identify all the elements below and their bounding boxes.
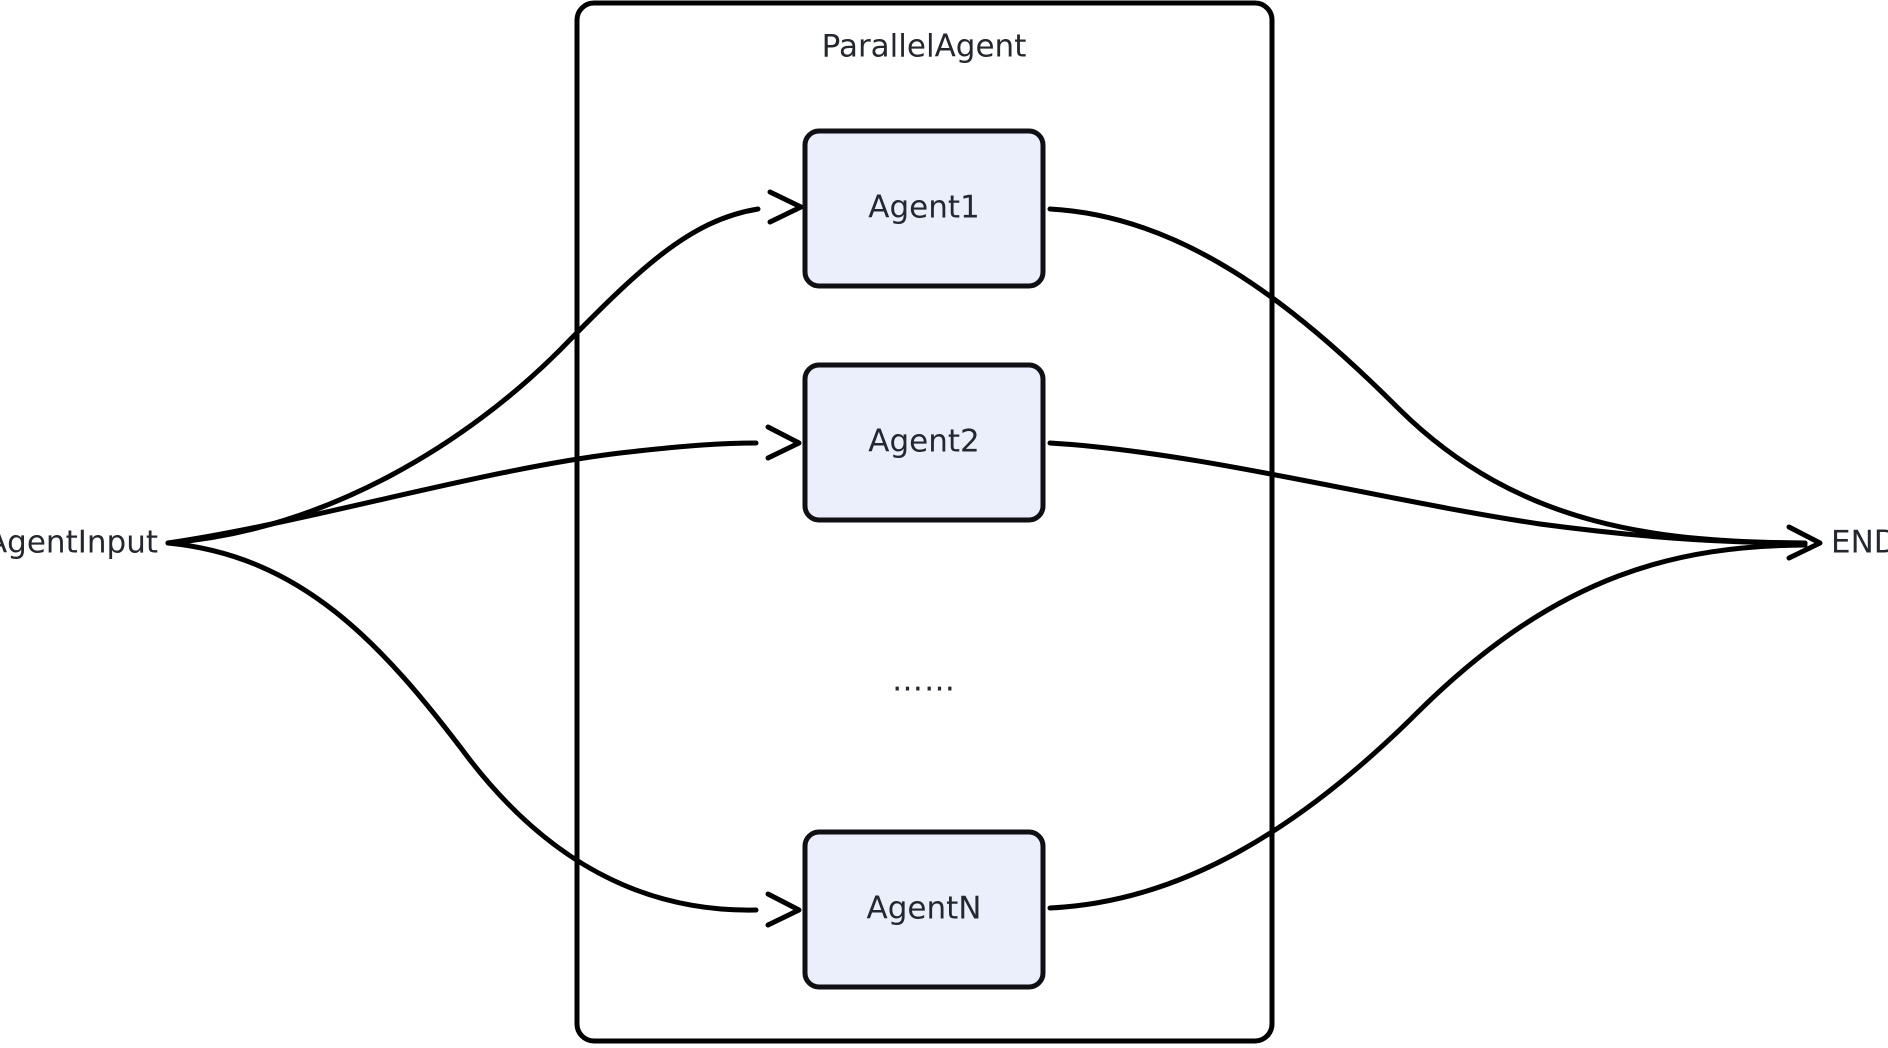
parallel-agent-group-frame [574,0,1275,1044]
agentn-box[interactable] [802,829,1046,990]
arrowhead-agent1 [767,189,804,225]
agentn-label: AgentN [867,891,982,927]
agent-node-agent1[interactable]: Agent1 [802,128,1046,289]
edge-agentinput-to-agent2 [165,440,759,546]
edge-agent1-to-end [1047,206,1808,546]
agent-node-agentn[interactable]: AgentN [802,829,1046,990]
arrowhead-end [1786,524,1823,561]
edge-agentinput-to-agentn [165,540,759,913]
agent-input-label: AgentInput [0,525,158,561]
edge-agentn-to-end [1047,542,1808,911]
ellipsis-label: …… [892,663,956,699]
agent1-label: Agent1 [868,190,979,226]
end-label: END [1831,525,1888,561]
agent1-box[interactable] [802,128,1046,289]
arrowhead-agent2 [765,424,802,461]
agent2-box[interactable] [802,362,1046,523]
agent2-label: Agent2 [868,424,979,460]
edge-agent2-to-end [1047,440,1808,546]
group-title: ParallelAgent [822,29,1027,65]
agent-node-agent2[interactable]: Agent2 [802,362,1046,523]
arrowhead-agentn [765,891,802,928]
edge-agentinput-to-agent1 [165,206,761,546]
edge-group-fanin [1047,206,1823,911]
edge-group-fanout [165,189,804,928]
